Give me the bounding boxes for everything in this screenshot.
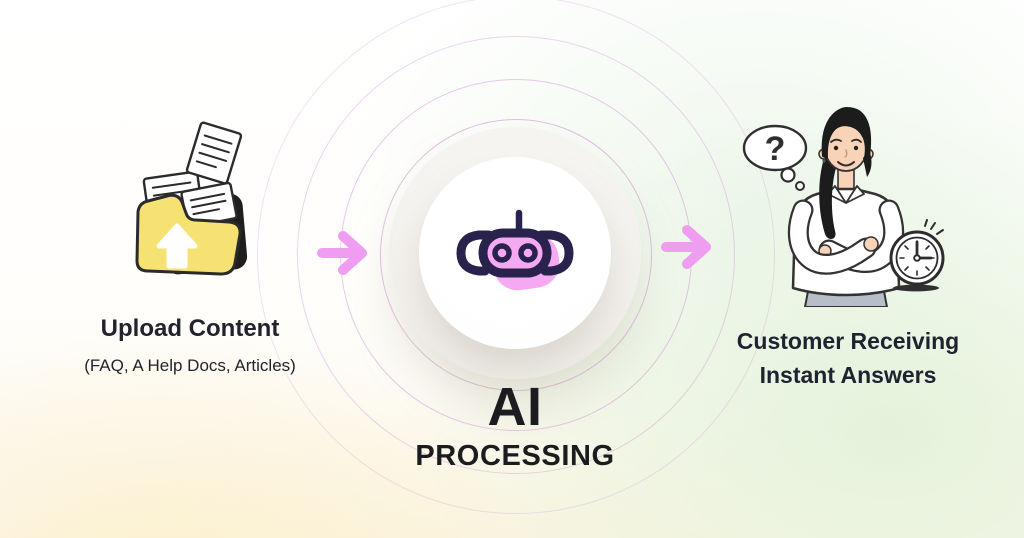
question-mark: ? — [765, 130, 786, 168]
upload-folder-illustration — [135, 121, 248, 276]
document-paper-top — [185, 121, 243, 185]
arrow-right-icon — [661, 225, 711, 269]
eyebrow-left — [830, 138, 842, 143]
crossed-arms — [787, 199, 905, 275]
ai-center-circle — [419, 157, 611, 349]
person-hair-lock — [863, 150, 872, 177]
robot-left-ear — [456, 230, 494, 276]
folder-front — [135, 193, 242, 276]
upload-step-label: Upload Content (FAQ, A Help Docs, Articl… — [40, 314, 340, 377]
ai-subtitle: PROCESSING — [415, 440, 615, 472]
customer-title-line2: Instant Answers — [759, 362, 937, 388]
customer-title-line1: Customer Receiving — [736, 328, 960, 354]
arrow-left-icon — [317, 231, 367, 275]
robot-right-eye — [518, 243, 538, 263]
thought-bubble: ? — [742, 124, 808, 191]
ai-step-label: AI PROCESSING — [365, 380, 665, 471]
clock-alarm-marks — [924, 219, 944, 235]
clock-icon — [889, 219, 945, 292]
smile — [837, 161, 855, 167]
ripple-circle-outer — [257, 0, 775, 514]
ai-robot-icon — [456, 209, 574, 291]
eyebrow-right — [851, 138, 862, 143]
collar-right — [845, 185, 865, 204]
earring-left — [822, 159, 826, 163]
customer-step-label: Customer Receiving Instant Answers — [693, 324, 1003, 392]
upload-arrow-icon — [156, 223, 198, 269]
upload-title: Upload Content — [100, 315, 280, 342]
ai-title: AI — [487, 377, 543, 437]
eye-right — [853, 145, 859, 151]
nose — [844, 149, 848, 158]
customer-person — [787, 107, 905, 307]
ripple-circle-3 — [297, 36, 735, 474]
ripple-circle-inner — [380, 119, 652, 391]
clock-shadow — [893, 284, 939, 292]
robot-face — [478, 228, 552, 278]
robot-right-ear — [536, 230, 574, 276]
person-ponytail — [819, 150, 838, 240]
customer-illustration: ? — [742, 107, 945, 307]
eye-left — [833, 145, 839, 151]
upload-subtitle: (FAQ, A Help Docs, Articles) — [84, 356, 296, 375]
robot-left-eye — [492, 243, 512, 263]
